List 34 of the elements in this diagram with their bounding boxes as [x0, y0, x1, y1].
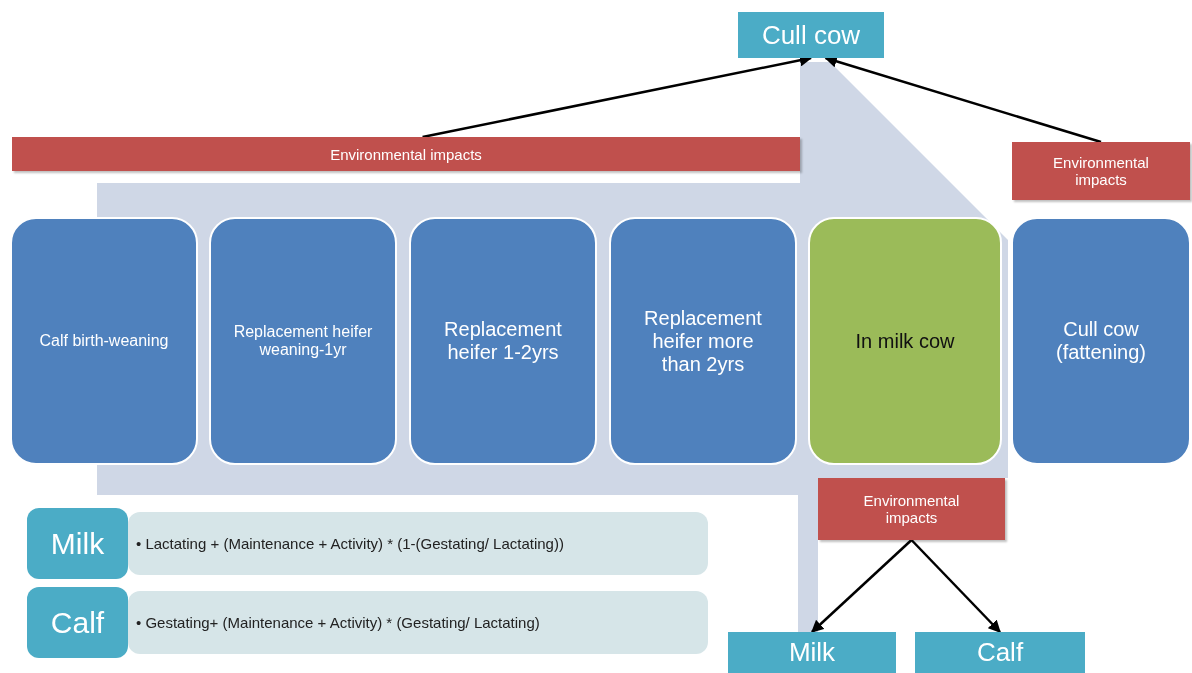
node-label: Cull cow [761, 19, 861, 51]
arrow [910, 539, 1001, 633]
node-label: Replacement heifer weaning-1yr [233, 323, 373, 359]
impact-box [12, 137, 800, 171]
formula-box [128, 512, 708, 575]
node-label: Replacement heifer 1-2yrs [443, 318, 563, 364]
formula-text: • Gestating+ (Maintenance + Activity) * (Gestating/ Lactating) [136, 614, 540, 631]
output-box [728, 632, 896, 673]
output-box [738, 12, 884, 58]
stage-box [808, 217, 1002, 465]
node-label: Calf birth-weaning [39, 332, 169, 350]
impact-box [1012, 142, 1190, 200]
impact-box [818, 478, 1005, 540]
stage-box [409, 217, 597, 465]
product-box [27, 508, 128, 579]
node-label: Environmental impacts [862, 492, 961, 526]
node-label: Milk [50, 526, 105, 561]
formula-text: • Lactating + (Maintenance + Activity) * (1-(Gestating/ Lactating)) [136, 535, 564, 552]
node-label: Milk [788, 637, 836, 668]
node-label: Environmental impacts [330, 145, 482, 163]
formula-box [128, 591, 708, 654]
stage-box [1011, 217, 1191, 465]
node-label: Calf [50, 605, 105, 640]
node-label: Cull cow (fattening) [1054, 318, 1148, 364]
stage-box [209, 217, 397, 465]
node-label: In milk cow [855, 329, 955, 353]
stage-box [10, 217, 198, 465]
node-label: Replacement heifer more than 2yrs [643, 306, 763, 376]
output-box [915, 632, 1085, 673]
node-label: Calf [976, 637, 1024, 668]
product-box [27, 587, 128, 658]
stage-box [609, 217, 797, 465]
node-label: Environmental impacts [1052, 154, 1150, 188]
arrow [811, 539, 913, 633]
